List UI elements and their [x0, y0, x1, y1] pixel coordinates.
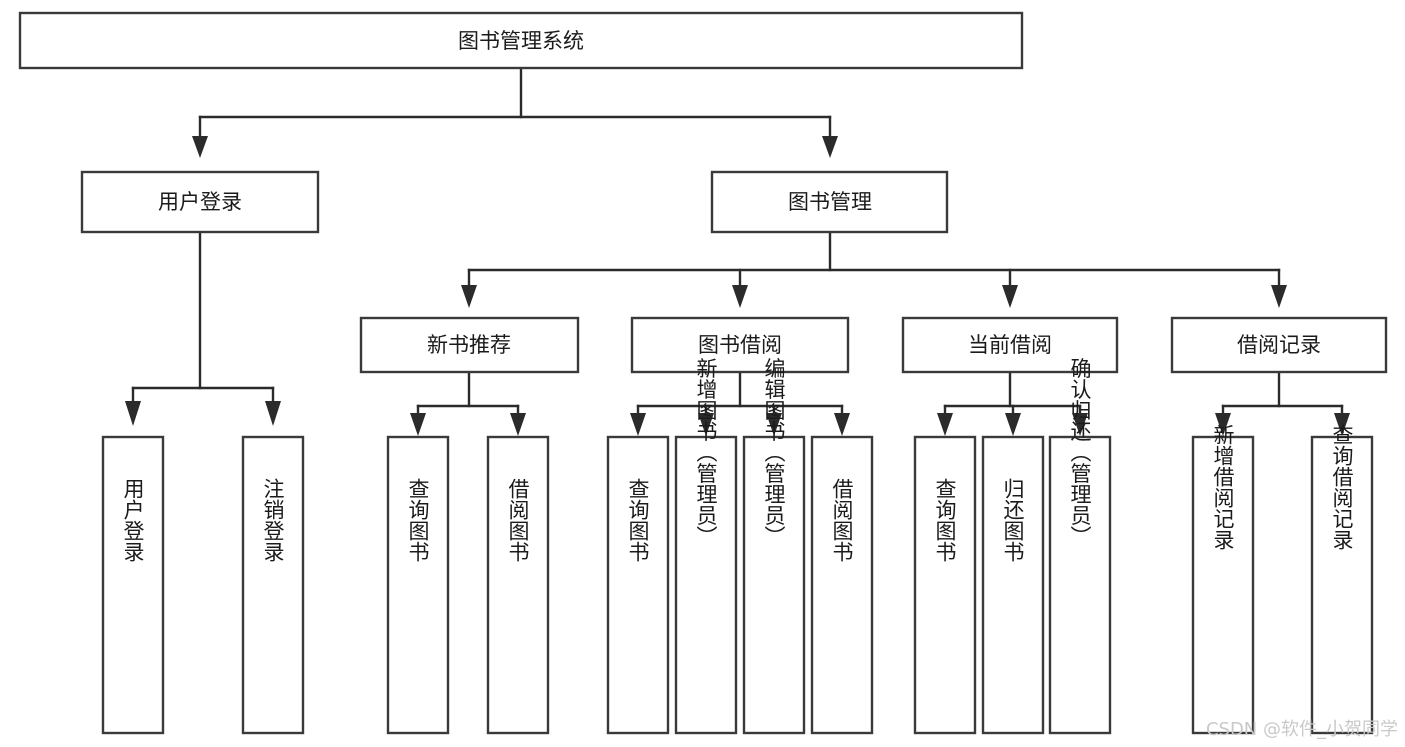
arrowhead-leaf-query-book-1	[410, 413, 426, 436]
node-leaf-query-book-2[interactable]: 查询图书	[606, 435, 670, 735]
node-leaf-user-logout-box[interactable]	[241, 435, 305, 735]
node-current-borrow-box[interactable]	[901, 316, 1119, 374]
node-book-borrow-box[interactable]	[630, 316, 850, 374]
arrowhead-leaf-borrow-book-2	[834, 413, 850, 436]
node-leaf-confirm-return-box[interactable]	[1048, 435, 1112, 735]
node-leaf-query-book-1[interactable]: 查询图书	[386, 435, 450, 735]
node-leaf-borrow-book-2-box[interactable]	[810, 435, 874, 735]
node-borrow-record-box[interactable]	[1170, 316, 1388, 374]
node-leaf-return-book[interactable]: 归还图书	[981, 435, 1045, 735]
node-user-login-box[interactable]	[80, 170, 320, 234]
arrowhead-leaf-user-logout	[265, 401, 281, 426]
node-leaf-user-logout-label: 注销登录	[261, 478, 285, 562]
node-leaf-borrow-book-1-box[interactable]	[486, 435, 550, 735]
node-root[interactable]: 图书管理系统	[18, 11, 1024, 70]
node-leaf-borrow-book-1[interactable]: 借阅图书	[486, 435, 550, 735]
node-leaf-user-login-box[interactable]	[101, 435, 165, 735]
node-leaf-borrow-book-1-label: 借阅图书	[506, 478, 530, 562]
node-leaf-user-login[interactable]: 用户登录	[101, 435, 165, 735]
node-user-login-label: 用户登录	[158, 190, 242, 214]
node-leaf-query-book-3[interactable]: 查询图书	[913, 435, 977, 735]
node-root-box[interactable]	[18, 11, 1024, 70]
csdn-watermark: CSDN @软件_小贺同学	[1206, 719, 1398, 740]
arrowhead-leaf-edit-book	[766, 413, 782, 436]
node-leaf-query-book-2-box[interactable]	[606, 435, 670, 735]
arrowhead-new-book-recommend	[461, 285, 477, 308]
arrowhead-borrow-record	[1271, 285, 1287, 308]
node-root-label: 图书管理系统	[458, 29, 584, 53]
node-leaf-query-record-box[interactable]	[1310, 435, 1374, 735]
arrowhead-book-borrow	[732, 285, 748, 308]
node-borrow-record[interactable]: 借阅记录	[1170, 316, 1388, 374]
connector-layer	[125, 66, 1350, 436]
node-leaf-edit-book-label: 编辑图书（管理员）	[762, 358, 786, 547]
node-leaf-confirm-return-label: 确认归还（管理员）	[1068, 358, 1092, 547]
arrowhead-leaf-query-record	[1334, 413, 1350, 436]
node-leaf-query-record-label: 查询借阅记录	[1330, 424, 1354, 550]
arrowhead-leaf-return-book	[1005, 413, 1021, 436]
node-leaf-return-book-label: 归还图书	[1001, 478, 1025, 562]
node-user-login[interactable]: 用户登录	[80, 170, 320, 234]
node-leaf-query-book-3-box[interactable]	[913, 435, 977, 735]
arrowhead-leaf-add-record	[1215, 413, 1231, 436]
node-leaf-query-book-3-label: 查询图书	[933, 478, 957, 562]
node-book-manage[interactable]: 图书管理	[710, 170, 949, 234]
arrowhead-leaf-query-book-3	[937, 413, 953, 436]
node-leaf-add-record-box[interactable]	[1191, 435, 1255, 735]
node-leaf-user-login-label: 用户登录	[121, 478, 145, 562]
arrowhead-current-borrow	[1002, 285, 1018, 308]
node-leaf-add-book-label: 新增图书（管理员）	[694, 358, 718, 547]
arrowhead-book-manage	[822, 136, 838, 158]
node-new-book-recommend[interactable]: 新书推荐	[359, 316, 580, 374]
node-leaf-user-logout[interactable]: 注销登录	[241, 435, 305, 735]
node-leaf-confirm-return[interactable]: 确认归还（管理员）	[1048, 358, 1112, 735]
arrowhead-user-login	[192, 136, 208, 158]
node-leaf-edit-book[interactable]: 编辑图书（管理员）	[742, 358, 806, 735]
node-leaf-add-record[interactable]: 新增借阅记录	[1191, 424, 1255, 735]
arrowhead-leaf-user-login	[125, 401, 141, 426]
arrowhead-leaf-add-book	[698, 413, 714, 436]
node-leaf-query-book-1-label: 查询图书	[406, 478, 430, 562]
node-leaf-add-book-box[interactable]	[674, 435, 738, 735]
node-leaf-query-book-2-label: 查询图书	[626, 478, 650, 562]
node-current-borrow-label: 当前借阅	[968, 333, 1052, 357]
node-new-book-recommend-box[interactable]	[359, 316, 580, 374]
node-leaf-return-book-box[interactable]	[981, 435, 1045, 735]
node-borrow-record-label: 借阅记录	[1237, 333, 1321, 357]
node-book-manage-label: 图书管理	[788, 190, 872, 214]
node-new-book-recommend-label: 新书推荐	[427, 333, 511, 357]
node-leaf-add-record-label: 新增借阅记录	[1211, 424, 1235, 550]
node-leaf-add-book[interactable]: 新增图书（管理员）	[674, 358, 738, 735]
arrowhead-leaf-confirm-return	[1072, 413, 1088, 436]
node-book-borrow[interactable]: 图书借阅	[630, 316, 850, 374]
node-book-borrow-label: 图书借阅	[698, 333, 782, 357]
node-leaf-edit-book-box[interactable]	[742, 435, 806, 735]
node-leaf-query-record[interactable]: 查询借阅记录	[1310, 424, 1374, 735]
node-book-manage-box[interactable]	[710, 170, 949, 234]
arrowhead-leaf-borrow-book-1	[510, 413, 526, 436]
node-leaf-query-book-1-box[interactable]	[386, 435, 450, 735]
arrowhead-leaf-query-book-2	[630, 413, 646, 436]
node-leaf-borrow-book-2[interactable]: 借阅图书	[810, 435, 874, 735]
node-current-borrow[interactable]: 当前借阅	[901, 316, 1119, 374]
node-leaf-borrow-book-2-label: 借阅图书	[830, 478, 854, 562]
